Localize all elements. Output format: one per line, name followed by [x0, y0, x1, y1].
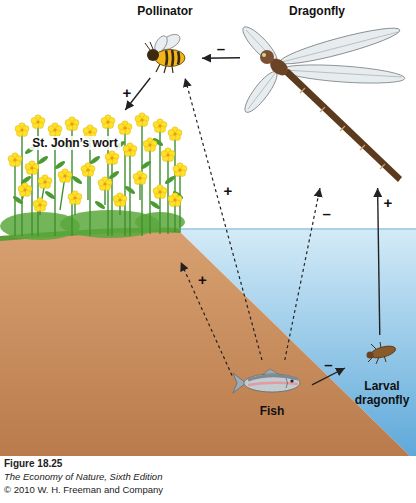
bee-illustration: [166, 50, 179, 66]
bee-illustration: [147, 49, 159, 61]
plant-illustration: [113, 193, 127, 207]
dragonfly-illustration: [278, 22, 402, 70]
dragonfly-illustration: [282, 69, 402, 182]
plant-illustration: [89, 155, 101, 165]
plant-illustration: [164, 175, 176, 185]
plant-illustration: [149, 200, 161, 210]
dragonfly-illustration: [262, 53, 266, 57]
dragonfly-illustration: [300, 88, 385, 169]
larva-illustration: [367, 352, 374, 359]
plant-illustration: [143, 138, 157, 152]
organism-name: Pollinator: [137, 4, 192, 18]
plant-illustration: [118, 121, 132, 135]
bee-illustration: [145, 31, 185, 73]
plant-illustration: [25, 161, 39, 175]
plant-illustration: [18, 183, 32, 197]
bee-illustration: [145, 42, 153, 50]
fish-illustration: [248, 376, 298, 380]
effect-sign: +: [123, 85, 132, 100]
organism-name: Dragonfly: [289, 4, 345, 18]
land-bank: [0, 230, 410, 456]
bee-illustration: [155, 50, 185, 67]
plant-illustration: [105, 151, 119, 165]
fish-illustration: [233, 369, 300, 393]
larva-illustration: [367, 342, 397, 364]
effect-sign: –: [323, 206, 331, 221]
figure-credit: Figure 18.25: [4, 458, 62, 470]
plant-illustration: [153, 119, 167, 133]
water-surface: [178, 228, 416, 230]
plant-illustration: [135, 113, 149, 127]
effect-sign: +: [198, 272, 207, 287]
plant-illustration: [15, 123, 29, 137]
dragonfly-illustration: [246, 30, 402, 109]
dragonfly-illustration: [239, 22, 406, 182]
plant-illustration: [153, 185, 167, 199]
indirect-effect-arrow: [185, 78, 262, 360]
dragonfly-node: Dragonfly: [240, 2, 412, 188]
fish-node: Fish: [232, 360, 312, 422]
plant-illustration: [123, 143, 137, 157]
plant-illustration: [140, 160, 152, 170]
plant-illustration: [133, 171, 147, 185]
effect-sign: +: [383, 195, 392, 210]
plant-illustration: [33, 198, 47, 212]
direct-effect-arrow: [378, 188, 380, 335]
figure-credit: © 2010 W. H. Freeman and Company: [4, 484, 163, 496]
plant-illustration: [101, 115, 115, 129]
fish-illustration: [248, 383, 298, 385]
larva-node: Larval dragonfly: [345, 335, 416, 410]
indirect-effect-arrow: [285, 188, 320, 360]
plant-illustration: [58, 169, 72, 183]
effect-sign: –: [324, 357, 332, 372]
plant-illustration: [8, 153, 22, 167]
organism-name: Fish: [260, 404, 285, 418]
direct-effect-arrow: [202, 57, 240, 59]
plant-illustration: [81, 163, 95, 177]
organism-name: Larval dragonfly: [345, 379, 416, 407]
plant-illustration: [108, 170, 120, 180]
plant-illustration: [94, 200, 106, 210]
plant-illustration: [168, 193, 182, 207]
plant-illustration: [71, 175, 83, 185]
plant-illustration: [44, 190, 56, 200]
fish-illustration: [244, 374, 300, 392]
plant-illustration: [0, 113, 187, 240]
organism-name: St. John’s wort: [29, 136, 121, 150]
dragonfly-illustration: [260, 50, 274, 64]
indirect-effect-arrow: [181, 262, 232, 376]
larva-illustration: [369, 344, 397, 360]
effect-sign: +: [223, 183, 232, 198]
plant-illustration: [68, 191, 82, 205]
plant-illustration: [168, 127, 182, 141]
effect-sign: –: [217, 41, 225, 56]
plant-node: St. John’s wort: [5, 110, 190, 262]
fish-illustration: [286, 378, 288, 388]
plant-illustration: [173, 163, 187, 177]
plant-illustration: [31, 115, 45, 129]
plant-illustration: [15, 120, 180, 236]
plant-illustration: [98, 177, 112, 191]
plant-illustration: [65, 117, 79, 131]
plant-illustration: [37, 155, 49, 165]
figure-credit: The Economy of Nature, Sixth Edition: [4, 471, 162, 483]
fish-illustration: [290, 379, 293, 382]
plant-illustration: [161, 148, 175, 162]
pollinator-node: Pollinator: [128, 2, 202, 78]
plant-illustration: [38, 175, 52, 189]
plant-illustration: [48, 123, 62, 137]
plant-illustration: [124, 185, 136, 195]
